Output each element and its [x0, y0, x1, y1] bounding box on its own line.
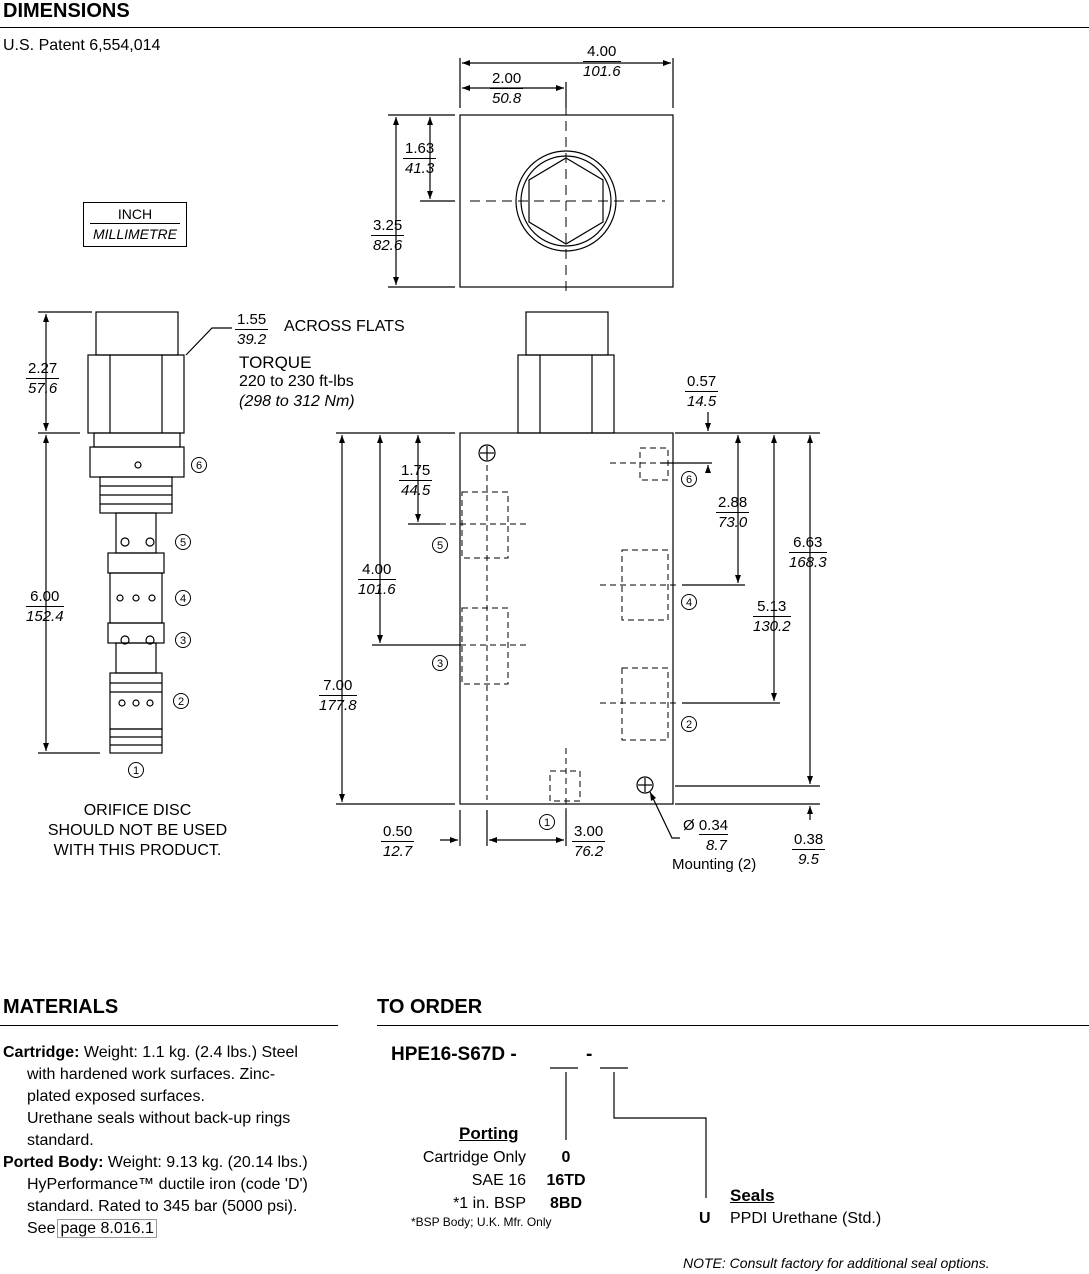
porting-heading: Porting — [459, 1124, 519, 1143]
dimensions-rule — [0, 27, 1089, 28]
seal-code: U — [699, 1210, 711, 1227]
porting-labels: Cartridge Only SAE 16 *1 in. BSP — [422, 1149, 526, 1212]
unit-key-inch: INCH — [90, 205, 180, 224]
port-5-body: 5 — [432, 537, 448, 553]
model-dash: - — [586, 1044, 593, 1065]
port-6-cartridge: 6 — [191, 457, 207, 473]
orifice-note: ORIFICE DISC SHOULD NOT BE USED WITH THI… — [47, 802, 228, 859]
porting-codes: 0 16TD 8BD — [546, 1149, 586, 1212]
unit-key: INCH MILLIMETRE — [83, 202, 187, 247]
model-code: HPE16-S67D - — [391, 1044, 517, 1065]
unit-key-mm: MILLIMETRE — [92, 226, 177, 242]
ported-body-label: Ported Body: — [3, 1154, 104, 1171]
port-3-cartridge: 3 — [175, 632, 191, 648]
torque-label: TORQUE — [239, 353, 312, 372]
materials-text: Cartridge: Weight: 1.1 kg. (2.4 lbs.) St… — [3, 1044, 308, 1238]
page-link[interactable]: page 8.016.1 — [57, 1219, 157, 1238]
materials-rule — [0, 1025, 338, 1026]
cartridge-label: Cartridge: — [3, 1044, 80, 1061]
dim-0-34: Ø 0.34 — [683, 817, 729, 835]
port-4-cartridge: 4 — [175, 590, 191, 606]
port-1-cartridge: 1 — [128, 762, 144, 778]
port-2-body: 2 — [681, 716, 697, 732]
order-heading: TO ORDER — [377, 996, 483, 1018]
materials-heading: MATERIALS — [3, 996, 119, 1018]
order-rule — [377, 1025, 1089, 1026]
porting-footnote: *BSP Body; U.K. Mfr. Only — [411, 1215, 552, 1229]
port-2-cartridge: 2 — [173, 693, 189, 709]
across-flats-label: ACROSS FLATS — [284, 318, 405, 335]
port-4-body: 4 — [681, 594, 697, 610]
port-5-cartridge: 5 — [175, 534, 191, 550]
order-note: NOTE: Consult factory for additional sea… — [683, 1255, 990, 1271]
port-6-body: 6 — [681, 471, 697, 487]
dimensions-heading: DIMENSIONS — [3, 0, 130, 22]
seal-label: PPDI Urethane (Std.) — [730, 1210, 882, 1227]
torque-value: 220 to 230 ft-lbs — [239, 373, 354, 390]
diameter-symbol: Ø — [683, 817, 695, 834]
seals-heading: Seals — [730, 1186, 775, 1205]
port-1-body: 1 — [539, 814, 555, 830]
port-3-body: 3 — [432, 655, 448, 671]
mounting-label: Mounting (2) — [672, 856, 757, 873]
patent-number: U.S. Patent 6,554,014 — [3, 37, 161, 54]
dim-0-34-mm: 8.7 — [706, 837, 727, 854]
torque-metric: (298 to 312 Nm) — [239, 393, 355, 410]
